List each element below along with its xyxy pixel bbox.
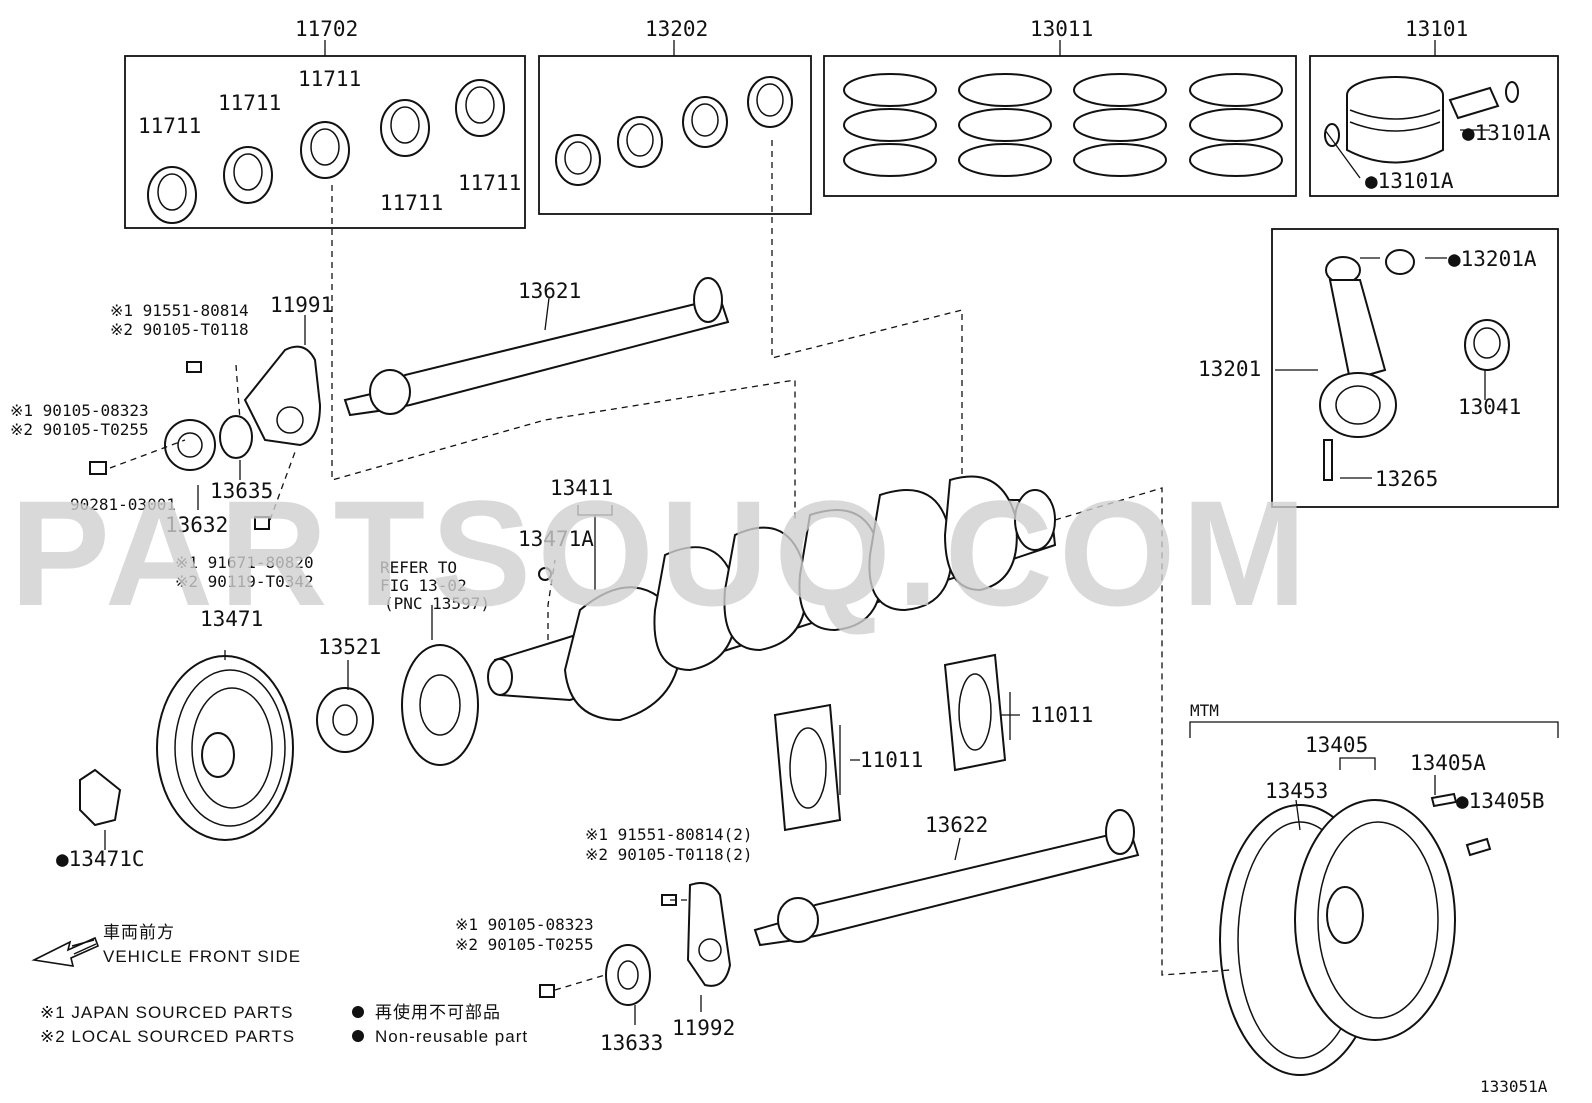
legend-local-parts: ※2 LOCAL SOURCED PARTS (40, 1027, 295, 1046)
front-direction-arrow-icon (31, 936, 100, 967)
crankshaft-pulley (79, 655, 294, 841)
callout-11992: 11992 (672, 1016, 735, 1040)
callout-11711-a: 11711 (138, 114, 201, 138)
callout-13471: 13471 (200, 607, 263, 631)
bolt-left-label-2: ※2 90105-T0255 (10, 420, 149, 439)
callout-13405: 13405 (1305, 733, 1368, 757)
group-box-13101 (1309, 55, 1559, 197)
bolt-top-label-2: ※2 90105-T0118 (110, 320, 249, 339)
bolt-mid-label-2: ※2 90119-T0342 (175, 572, 314, 591)
bolt-top-label-1: ※1 91551-80814 (110, 301, 249, 320)
balance-shaft-lower (753, 809, 1140, 947)
bolt-low-label-2: ※2 90105-T0118(2) (585, 845, 753, 864)
callout-13632: 13632 (165, 513, 228, 537)
callout-13405a: 13405A (1410, 751, 1486, 775)
callout-13101a-1: ●13101A (1462, 121, 1551, 145)
callout-11011-b: 11011 (860, 748, 923, 772)
callout-13471c: ●13471C (56, 847, 145, 871)
legend-nonreuse-jp: 再使用不可部品 (375, 1002, 501, 1022)
callout-11991: 11991 (270, 293, 333, 317)
thrust-washers (773, 653, 1007, 832)
refer-label-2: FIG 13-02 (380, 576, 467, 595)
callout-13011: 13011 (1030, 17, 1093, 41)
lower-gear-assembly (539, 882, 732, 1006)
callout-11702: 11702 (295, 17, 358, 41)
bolt-lowleft-label-1: ※1 90105-08323 (455, 915, 594, 934)
callout-13635: 13635 (210, 479, 273, 503)
callout-11711-b: 11711 (218, 91, 281, 115)
mtm-bracket (1189, 721, 1559, 738)
callout-13633: 13633 (600, 1031, 663, 1055)
non-reusable-bullet-icon (352, 1030, 364, 1042)
callout-90281-03001: 90281-03001 (70, 495, 176, 514)
bolt-lowleft-label-2: ※2 90105-T0255 (455, 935, 594, 954)
watermark: PARTSOUQ.COM (10, 469, 1313, 637)
callout-11711-e: 11711 (458, 171, 521, 195)
callout-13265: 13265 (1375, 467, 1438, 491)
callout-13622: 13622 (925, 813, 988, 837)
crank-sprocket (316, 644, 479, 766)
bolt-mid-label-1: ※1 91671-80820 (175, 553, 314, 572)
refer-label-1: REFER TO (380, 558, 457, 577)
callout-11711-c: 11711 (298, 67, 361, 91)
callout-13201a: ●13201A (1448, 247, 1537, 271)
non-reusable-bullet-icon (352, 1006, 364, 1018)
callout-11711-d: 11711 (380, 191, 443, 215)
front-direction-en: VEHICLE FRONT SIDE (103, 947, 301, 966)
refer-label-3: (PNC 13597) (384, 594, 490, 613)
legend-nonreuse-en: Non-reusable part (375, 1027, 528, 1046)
bolt-left-label-1: ※1 90105-08323 (10, 401, 149, 420)
conrod-bearing-shells (555, 76, 793, 186)
mtm-label: MTM (1190, 701, 1219, 720)
balance-shaft-upper (343, 277, 730, 417)
callout-11011-a: 11011 (1030, 703, 1093, 727)
callout-13621: 13621 (518, 279, 581, 303)
main-bearing-shells (147, 79, 505, 224)
diagram-id: 133051A (1480, 1077, 1548, 1096)
balance-shaft-gear-assembly (89, 345, 322, 530)
callout-13453: 13453 (1265, 779, 1328, 803)
callout-13405b: ●13405B (1456, 789, 1545, 813)
bolt-low-label-1: ※1 91551-80814(2) (585, 825, 753, 844)
callout-13521: 13521 (318, 635, 381, 659)
callout-13041: 13041 (1458, 395, 1521, 419)
legend-japan-parts: ※1 JAPAN SOURCED PARTS (40, 1003, 294, 1022)
front-direction-jp: 車両前方 (103, 923, 175, 942)
crankshaft (487, 475, 1057, 722)
callout-13202: 13202 (645, 17, 708, 41)
callout-13101a-2: ●13101A (1365, 169, 1454, 193)
connecting-rod (1319, 249, 1510, 481)
piston-ring-sets (843, 73, 1283, 177)
flywheel (1219, 792, 1492, 1076)
callout-13411: 13411 (550, 476, 613, 500)
group-box-13201 (1271, 228, 1559, 508)
piston (1324, 76, 1519, 164)
callout-13101: 13101 (1405, 17, 1468, 41)
callout-13201: 13201 (1198, 357, 1261, 381)
callout-13471a: 13471A (518, 527, 594, 551)
group-box-13202 (538, 55, 812, 215)
